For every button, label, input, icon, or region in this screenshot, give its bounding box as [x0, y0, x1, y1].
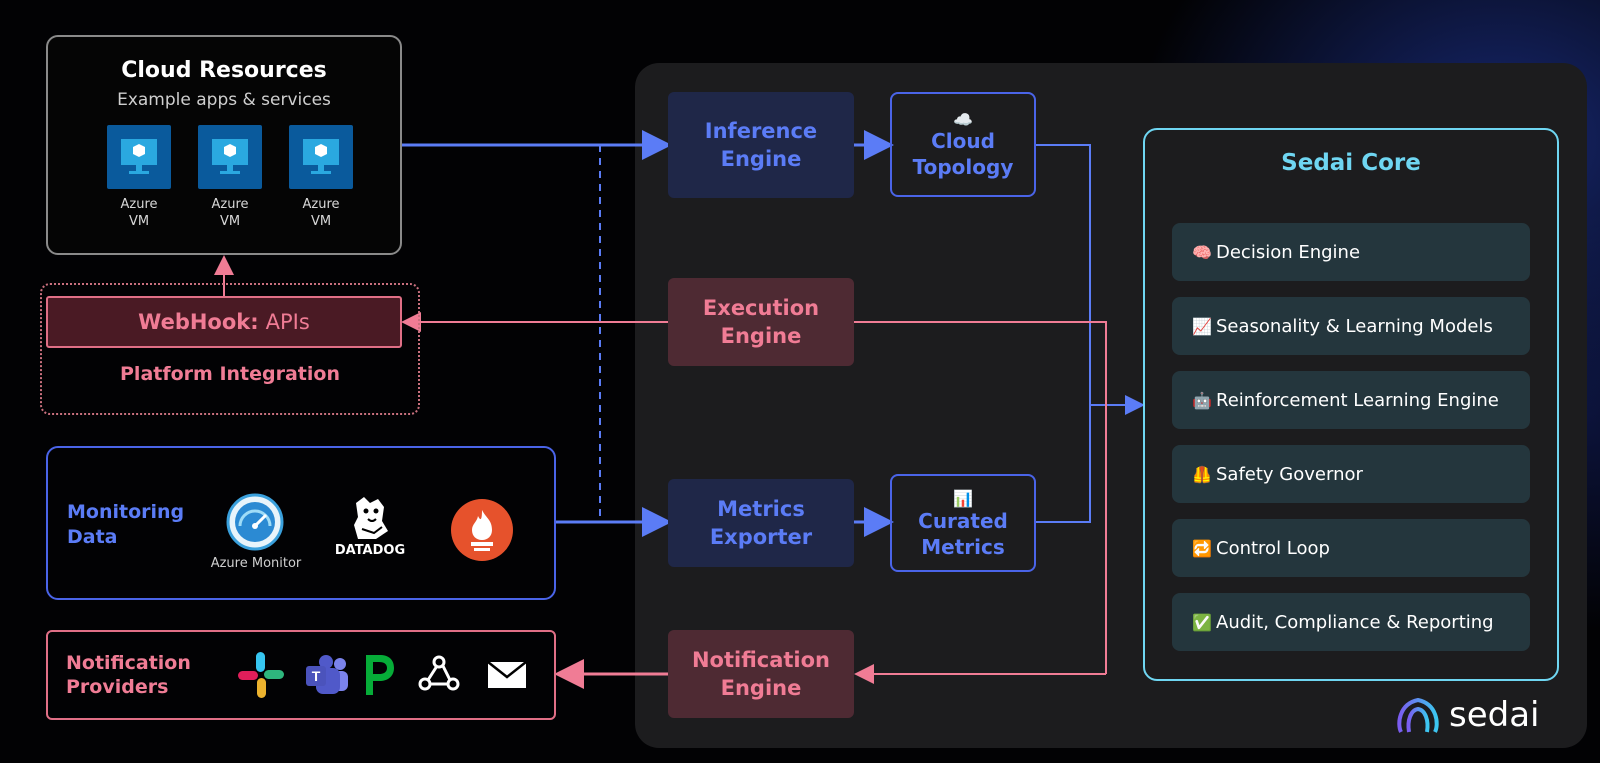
core-item-control-loop: 🔁 Control Loop [1172, 519, 1530, 577]
metrics-line1: Metrics [717, 497, 805, 521]
inference-line2: Engine [720, 147, 802, 171]
sedai-core-title: Sedai Core [1281, 150, 1421, 176]
safety-vest-icon: 🦺 [1192, 464, 1212, 484]
core-item-label: Safety Governor [1216, 463, 1363, 485]
core-item-safety-governor: 🦺 Safety Governor [1172, 445, 1530, 503]
sedai-core-box [1143, 128, 1559, 681]
cloud-topology-box: ☁️ Cloud Topology [890, 92, 1036, 197]
azure-vm-icon [198, 125, 262, 189]
core-item-label: Audit, Compliance & Reporting [1216, 611, 1494, 633]
azure-monitor-icon [226, 493, 284, 555]
core-item-seasonality: 📈 Seasonality & Learning Models [1172, 297, 1530, 355]
monitoring-data-label: Monitoring Data [67, 500, 184, 550]
pagerduty-icon [362, 651, 396, 701]
monitoring-label-line2: Data [67, 526, 118, 548]
core-item-decision-engine: 🧠 Decision Engine [1172, 223, 1530, 281]
sedai-logo: sedai [1395, 694, 1540, 736]
sedai-wordmark: sedai [1449, 695, 1540, 735]
robot-icon: 🤖 [1192, 390, 1212, 410]
check-mark-icon: ✅ [1192, 612, 1212, 632]
brain-icon: 🧠 [1192, 242, 1212, 262]
metrics-line2: Exporter [709, 525, 813, 549]
monitoring-data-box [46, 446, 556, 600]
webhook-icon [416, 652, 462, 698]
datadog-label: DATADOG [334, 543, 406, 558]
core-item-label: Control Loop [1216, 537, 1330, 559]
notification-engine-line1: Notification [691, 648, 831, 672]
monitoring-label-line1: Monitoring [67, 501, 185, 523]
vm-label: Azure VM [211, 197, 249, 229]
execution-line2: Engine [720, 324, 802, 348]
topology-line1: Cloud [931, 129, 995, 153]
core-item-label: Reinforcement Learning Engine [1216, 389, 1499, 411]
topology-to-core-line [1036, 144, 1091, 405]
notification-label-line1: Notification [66, 652, 191, 674]
azure-vm-icon [107, 125, 171, 189]
curated-line1: Curated [918, 509, 1008, 533]
teams-icon: T [304, 654, 350, 700]
execution-to-notification-line [854, 321, 1107, 674]
core-item-label: Decision Engine [1216, 241, 1361, 263]
platform-integration-label: Platform Integration [120, 363, 340, 385]
apis-label: APIs [265, 310, 310, 334]
datadog-icon [348, 493, 392, 547]
notification-engine-line2: Engine [720, 676, 802, 700]
bar-chart-icon: 📊 [953, 489, 973, 508]
curated-line2: Metrics [921, 535, 1005, 559]
core-item-label: Seasonality & Learning Models [1216, 315, 1493, 337]
cloud-resources-title: Cloud Resources [121, 58, 327, 83]
topology-line2: Topology [912, 155, 1014, 179]
slack-icon [236, 650, 286, 704]
azure-vm-icon [289, 125, 353, 189]
repeat-icon: 🔁 [1192, 538, 1212, 558]
core-item-audit-compliance: ✅ Audit, Compliance & Reporting [1172, 593, 1530, 651]
curated-to-core-line [1036, 405, 1091, 523]
prometheus-icon [450, 498, 514, 566]
notification-label-line2: Providers [66, 676, 169, 698]
email-icon [486, 660, 528, 694]
sedai-logo-icon [1397, 697, 1439, 733]
vm-label: Azure VM [120, 197, 158, 229]
execution-line1: Execution [702, 296, 820, 320]
inference-line1: Inference [704, 119, 818, 143]
webhook-label: WebHook: [138, 310, 259, 334]
trend-chart-icon: 📈 [1192, 316, 1212, 336]
notification-providers-label: Notification Providers [66, 651, 191, 699]
azure-monitor-label: Azure Monitor [210, 556, 302, 571]
cloud-icon: ☁️ [953, 110, 973, 129]
webhook-apis-box: WebHook: APIs [46, 296, 402, 348]
cloud-resources-subtitle: Example apps & services [117, 90, 331, 110]
core-item-reinforcement-learning: 🤖 Reinforcement Learning Engine [1172, 371, 1530, 429]
curated-metrics-box: 📊 Curated Metrics [890, 474, 1036, 572]
notification-providers-box [46, 630, 556, 720]
platform-integration-group [40, 283, 420, 415]
svg-text:T: T [312, 668, 321, 684]
vm-label: Azure VM [302, 197, 340, 229]
